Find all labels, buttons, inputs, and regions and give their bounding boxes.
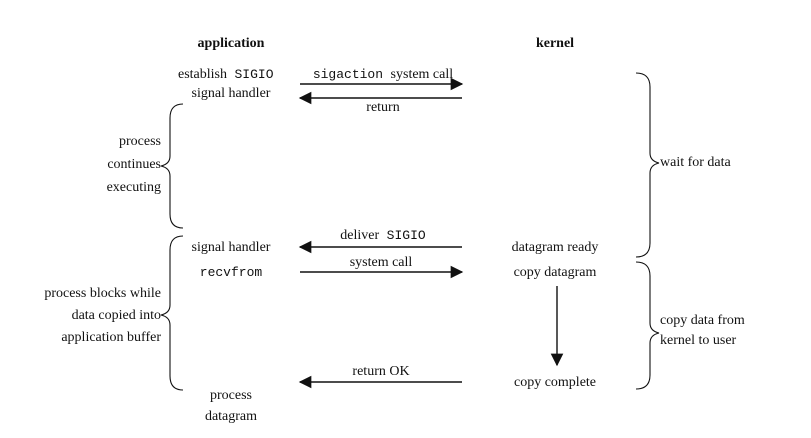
recvfrom-label: recvfrom: [200, 265, 263, 280]
process-blocks-line-3: application buffer: [61, 330, 161, 345]
process-continues-line-3: executing: [107, 180, 161, 195]
process-continues-line-1: process: [119, 134, 161, 149]
datagram-label-bottom: datagram: [205, 409, 257, 424]
copy-datagram-label: copy datagram: [514, 265, 597, 280]
wait-for-data-brace: [635, 72, 660, 258]
return-label: return: [366, 100, 399, 115]
copy-complete-label: copy complete: [514, 375, 596, 390]
deliver-sigio-label: deliver SIGIO: [340, 228, 426, 243]
datagram-ready-label: datagram ready: [512, 240, 599, 255]
process-label-bottom: process: [210, 388, 252, 403]
system-call-label: system call: [350, 255, 413, 270]
process-continues-line-2: continues: [107, 157, 161, 172]
process-blocks-line-1: process blocks while: [44, 286, 161, 301]
kernel-header: kernel: [536, 36, 574, 51]
sigaction-system-call-label: sigaction system call: [313, 67, 453, 82]
copy-data-brace: [635, 261, 660, 390]
process-blocks-brace: [160, 235, 184, 391]
wait-for-data-label: wait for data: [660, 155, 732, 170]
application-header: application: [198, 36, 265, 51]
establish-label: establish SIGIO: [178, 67, 274, 82]
copy-data-line-1: copy data from: [660, 313, 745, 328]
process-continues-brace: [160, 103, 184, 229]
copy-data-line-2: kernel to user: [660, 333, 737, 348]
process-blocks-line-2: data copied into: [72, 308, 161, 323]
signal-handler-label-middle: signal handler: [192, 240, 271, 255]
return-ok-label: return OK: [352, 364, 409, 379]
signal-handler-label-top: signal handler: [192, 86, 271, 101]
